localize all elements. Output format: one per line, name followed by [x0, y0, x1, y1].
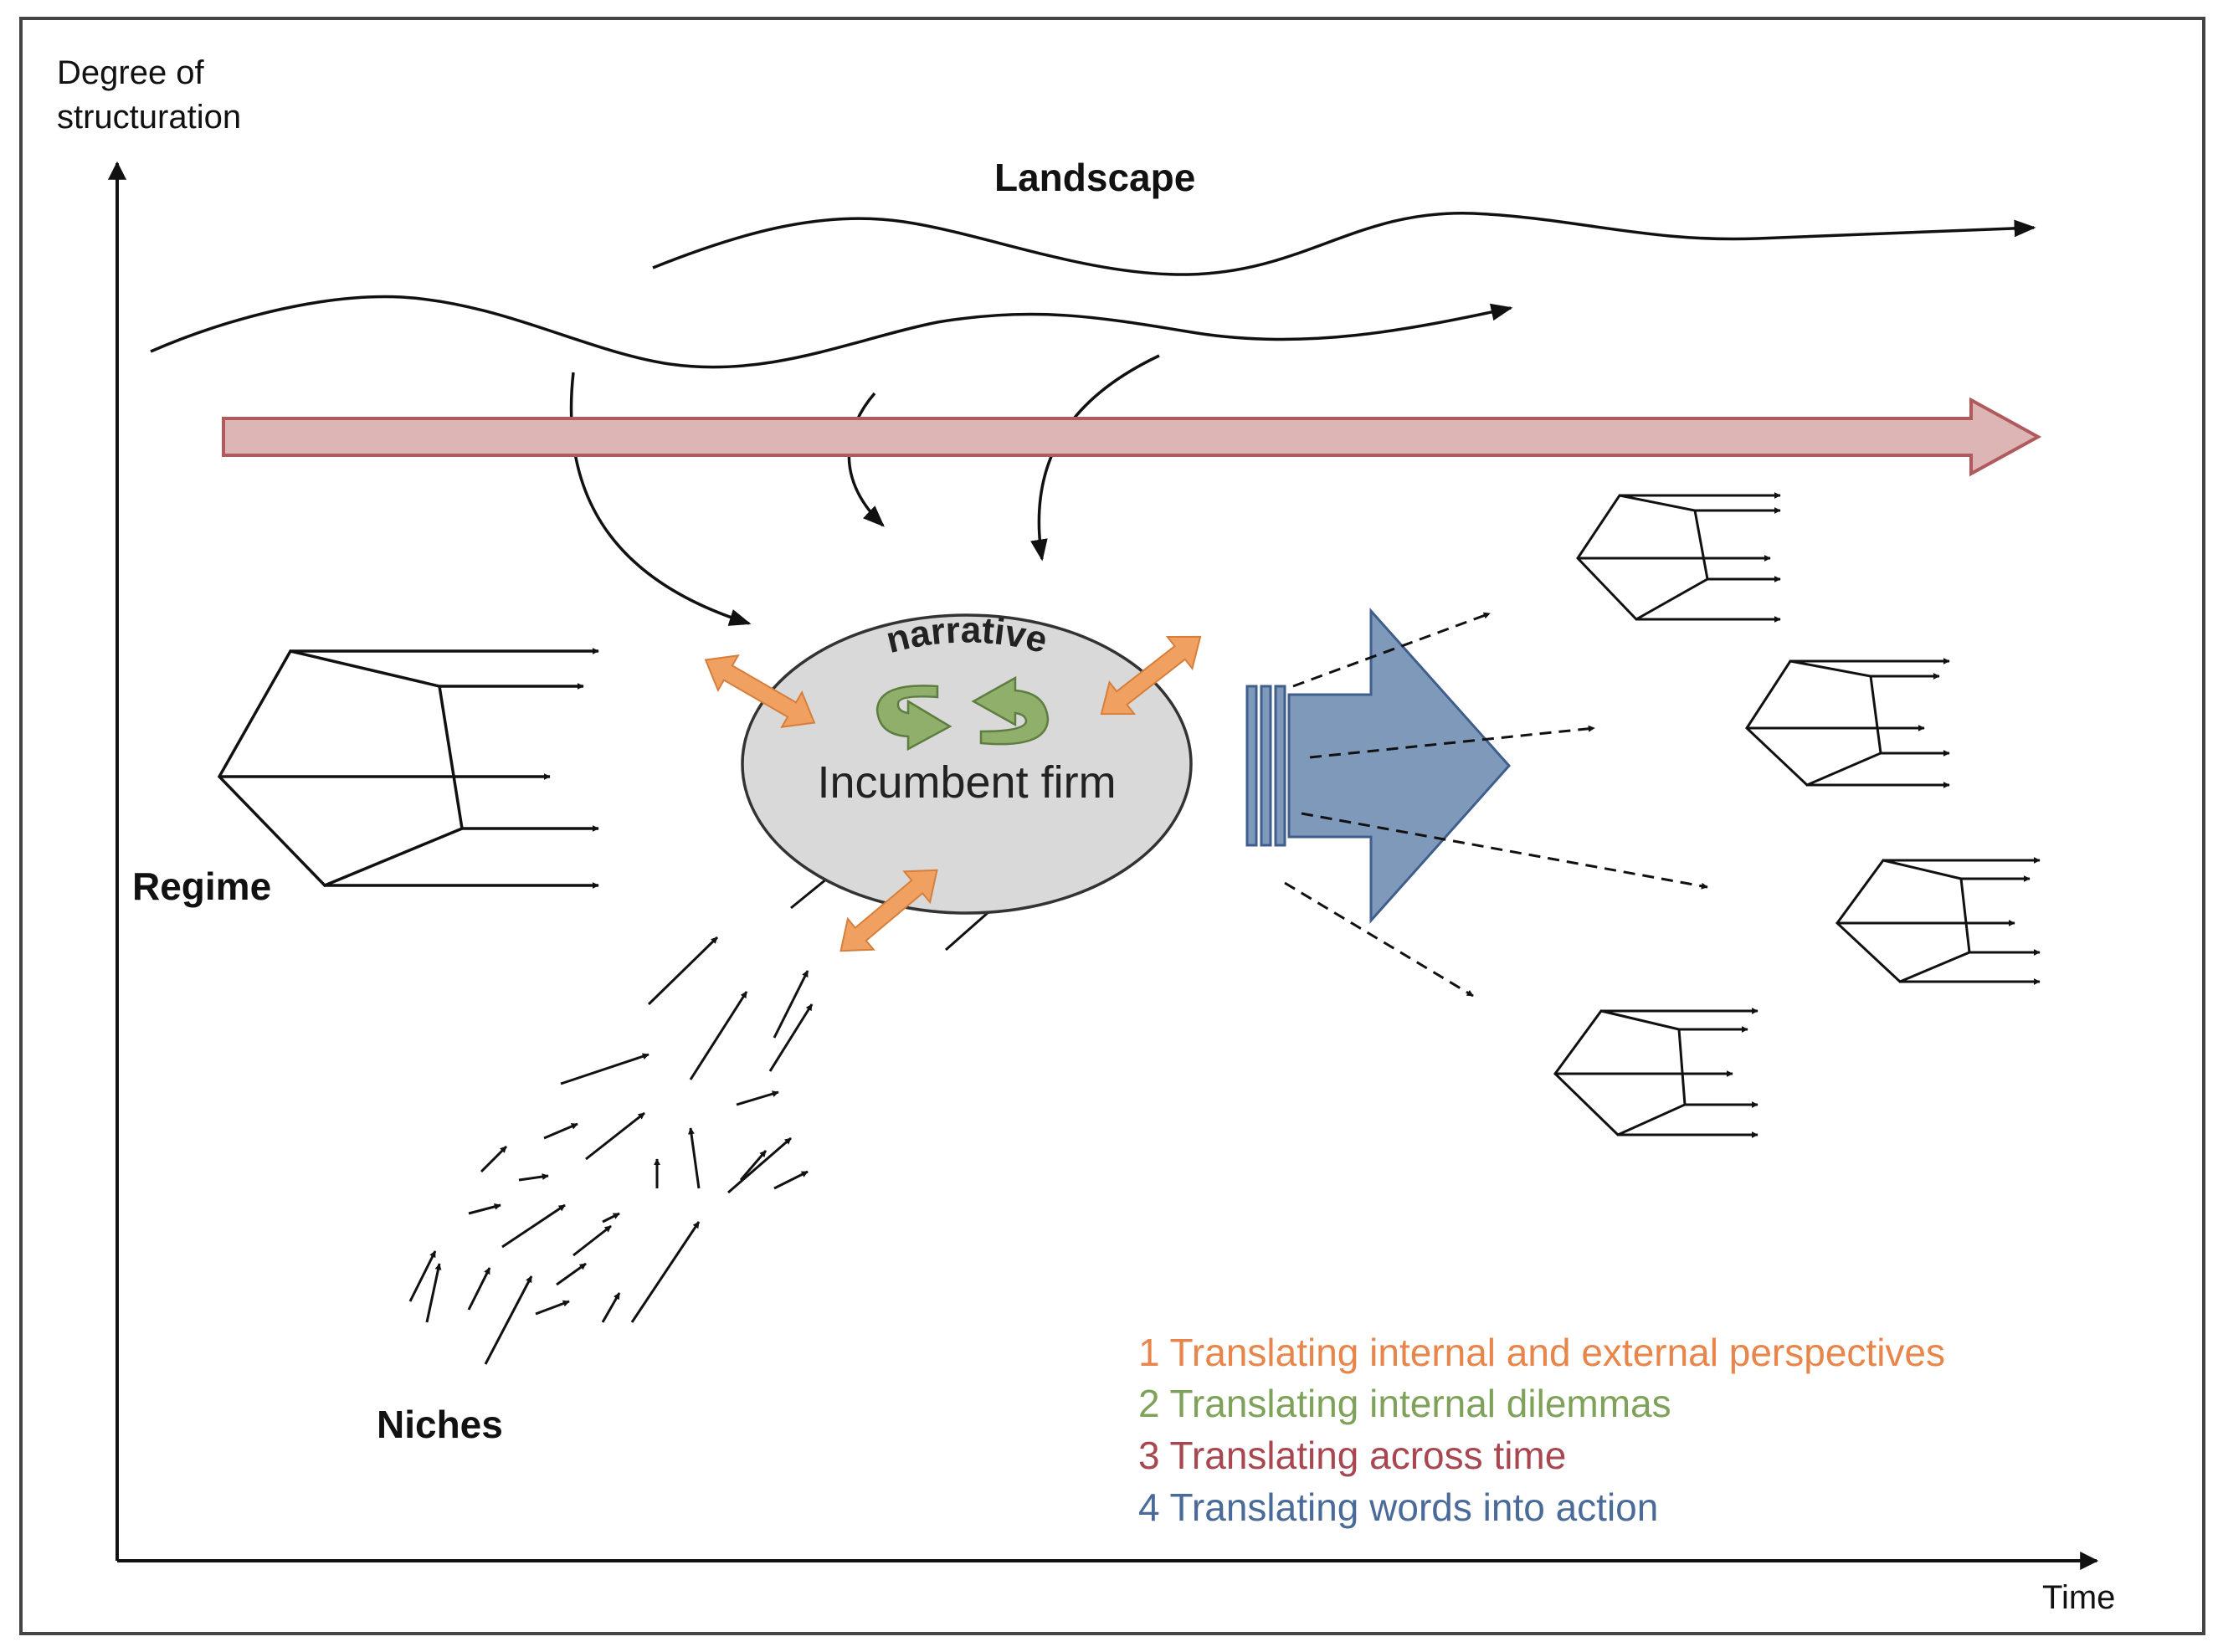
regime-label: Regime	[132, 864, 271, 908]
landscape-layer: Landscape	[150, 156, 2036, 626]
legend-item-4: 4 Translating words into action	[1138, 1485, 1658, 1529]
legend-item-1: 1 Translating internal and external pers…	[1138, 1331, 1945, 1374]
legend: 1 Translating internal and external pers…	[1138, 1331, 1945, 1529]
diffusion-dashed-arrows	[1284, 612, 1708, 998]
x-axis-label: Time	[2042, 1579, 2115, 1616]
cycle-arrow-right-icon	[971, 675, 1050, 746]
legend-item-3: 3 Translating across time	[1138, 1434, 1566, 1477]
landscape-label: Landscape	[994, 156, 1195, 199]
axes: Degree of structuration Time	[57, 54, 2115, 1616]
new-regime-2	[1745, 658, 1950, 788]
incumbent-firm-label: Incumbent firm	[817, 757, 1116, 808]
niches-label: Niches	[377, 1403, 503, 1446]
incumbent-firm-ellipse	[741, 613, 1193, 915]
cycle-arrow-left-icon	[875, 685, 952, 752]
new-regime-3	[1835, 857, 2041, 985]
new-regime-4	[1553, 1008, 1758, 1138]
niche-arrows	[408, 844, 1018, 1365]
narrative-cycle-icon	[875, 675, 1050, 752]
landscape-wave-lower	[150, 295, 1513, 369]
landscape-influence-arrow-3	[1030, 354, 1160, 562]
action-arrow	[1245, 608, 1512, 924]
landscape-influence-arrow-2	[847, 392, 885, 527]
perspective-arrow-upper-right	[1100, 635, 1202, 716]
perspective-arrow-lower	[839, 869, 938, 952]
landscape-wave-upper	[652, 212, 2036, 276]
new-regime-1	[1576, 492, 1781, 623]
figure-frame	[19, 17, 2205, 1635]
y-axis-label-line2: structuration	[57, 99, 241, 136]
perspective-arrow-upper-left	[704, 654, 816, 729]
y-axis-label-line1: Degree of	[57, 54, 205, 91]
timeline-arrow	[222, 397, 2042, 477]
regime-left	[217, 648, 599, 889]
landscape-influence-arrow-1	[569, 372, 752, 626]
legend-item-2: 2 Translating internal dilemmas	[1138, 1382, 1671, 1425]
perspective-arrows	[704, 635, 1202, 952]
